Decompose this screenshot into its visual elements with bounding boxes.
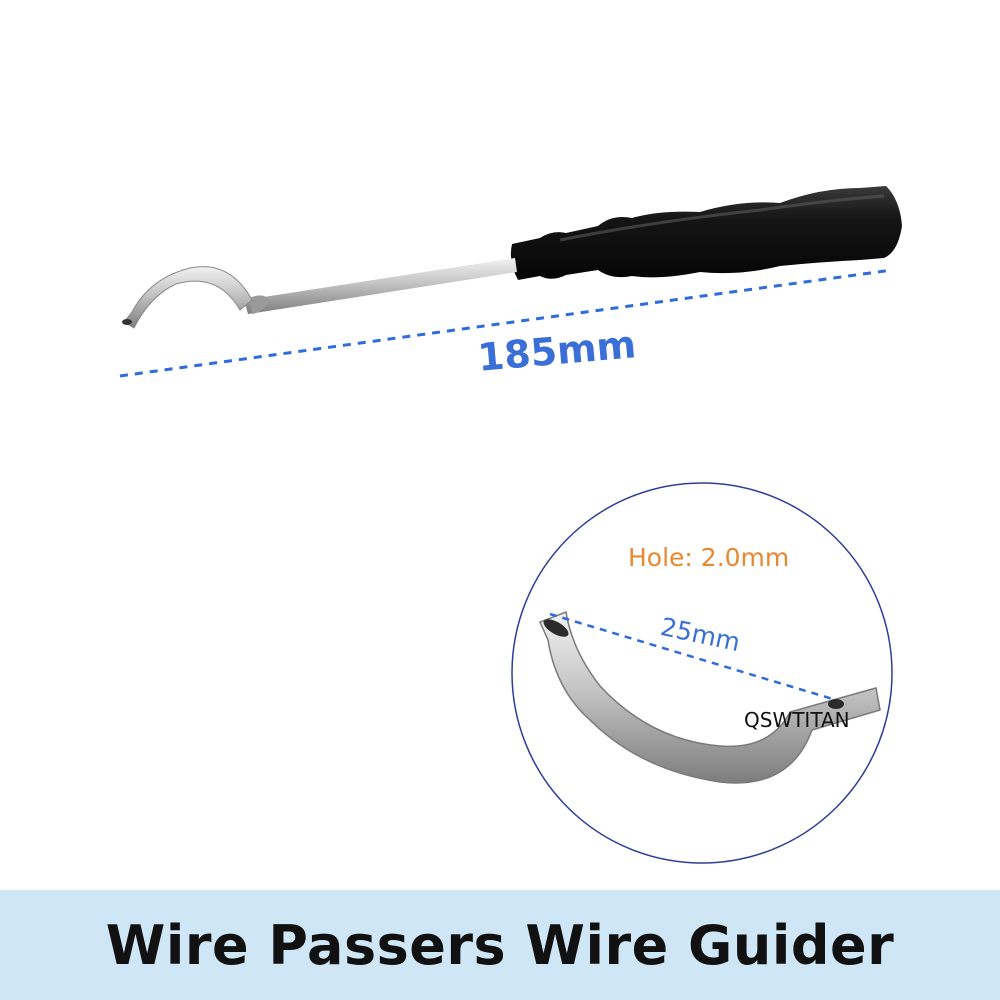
product-title: Wire Passers Wire Guider — [105, 913, 895, 977]
tool-handle — [510, 186, 902, 280]
overall-dimension-line — [119, 268, 893, 378]
title-banner: Wire Passers Wire Guider — [0, 890, 1000, 1000]
hook-tip-hole — [122, 319, 132, 325]
tool-shaft — [244, 258, 517, 314]
detail-callout — [511, 482, 893, 864]
zoomed-tip-hole — [543, 619, 569, 637]
brand-watermark: QSWTITAN — [744, 708, 850, 732]
hole-size-label: Hole: 2.0mm — [628, 543, 790, 572]
tool-hook — [122, 266, 253, 329]
tip-dimension-line — [549, 612, 837, 702]
